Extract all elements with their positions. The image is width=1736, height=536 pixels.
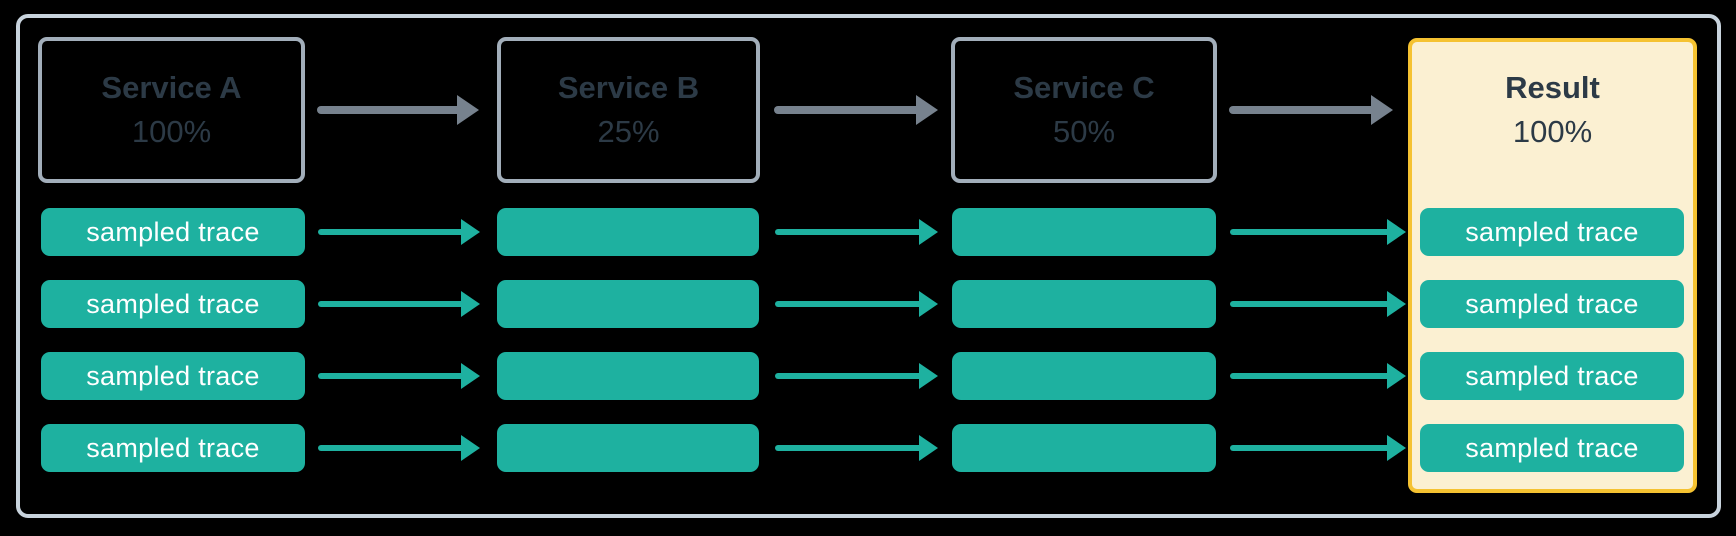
arrow-head-icon <box>919 219 938 245</box>
service-b-box: Service B 25% <box>497 37 760 183</box>
trace-box-c4 <box>952 424 1216 472</box>
trace-box-a2: sampled trace <box>41 280 305 328</box>
pipeline-frame <box>16 14 1721 518</box>
arrow-shaft <box>318 445 465 451</box>
arrow-head-icon <box>461 291 480 317</box>
result-panel: Result 100% <box>1408 38 1697 493</box>
arrow-shaft <box>318 229 465 235</box>
trace-box-r3: sampled trace <box>1420 352 1684 400</box>
trace-box-r1: sampled trace <box>1420 208 1684 256</box>
arrow-shaft <box>1230 229 1391 235</box>
trace-flow-arrow-icon <box>318 219 480 245</box>
trace-label: sampled trace <box>1465 288 1639 319</box>
service-a-box: Service A 100% <box>38 37 305 183</box>
trace-flow-arrow-icon <box>318 435 480 461</box>
trace-label: sampled trace <box>1465 216 1639 247</box>
arrow-head-icon <box>1371 95 1393 125</box>
arrow-head-icon <box>919 363 938 389</box>
trace-box-b1 <box>497 208 759 256</box>
service-a-name: Service A <box>101 70 242 105</box>
trace-box-r4: sampled trace <box>1420 424 1684 472</box>
service-c-box: Service C 50% <box>951 37 1217 183</box>
arrow-shaft <box>1229 106 1376 114</box>
trace-flow-arrow-icon <box>1230 219 1406 245</box>
trace-flow-arrow-icon <box>1230 291 1406 317</box>
service-flow-arrow-icon <box>317 95 479 125</box>
trace-box-c3 <box>952 352 1216 400</box>
trace-label: sampled trace <box>86 288 260 319</box>
service-c-name: Service C <box>1013 70 1155 105</box>
trace-flow-arrow-icon <box>1230 363 1406 389</box>
service-flow-arrow-icon <box>774 95 938 125</box>
trace-box-r2: sampled trace <box>1420 280 1684 328</box>
arrow-head-icon <box>461 363 480 389</box>
arrow-head-icon <box>457 95 479 125</box>
trace-box-a3: sampled trace <box>41 352 305 400</box>
arrow-shaft <box>317 106 462 114</box>
arrow-head-icon <box>1387 219 1406 245</box>
trace-label: sampled trace <box>86 432 260 463</box>
trace-flow-arrow-icon <box>775 291 938 317</box>
service-c-rate: 50% <box>1052 114 1116 149</box>
arrow-head-icon <box>1387 291 1406 317</box>
result-rate: 100% <box>1512 114 1593 149</box>
arrow-shaft <box>318 373 465 379</box>
arrow-head-icon <box>461 435 480 461</box>
arrow-shaft <box>775 229 923 235</box>
service-b-name: Service B <box>557 70 700 105</box>
service-a-rate: 100% <box>131 114 212 149</box>
arrow-shaft <box>1230 373 1391 379</box>
trace-label: sampled trace <box>1465 360 1639 391</box>
service-b-rate: 25% <box>597 114 660 149</box>
arrow-head-icon <box>1387 363 1406 389</box>
result-title: Result <box>1505 70 1600 105</box>
arrow-shaft <box>775 445 923 451</box>
trace-label: sampled trace <box>86 360 260 391</box>
arrow-shaft <box>318 301 465 307</box>
trace-box-b2 <box>497 280 759 328</box>
trace-label: sampled trace <box>86 216 260 247</box>
arrow-shaft <box>775 301 923 307</box>
trace-box-c2 <box>952 280 1216 328</box>
trace-flow-arrow-icon <box>775 435 938 461</box>
trace-box-b4 <box>497 424 759 472</box>
arrow-shaft <box>775 373 923 379</box>
arrow-head-icon <box>919 435 938 461</box>
trace-flow-arrow-icon <box>775 363 938 389</box>
arrow-shaft <box>774 106 921 114</box>
service-flow-arrow-icon <box>1229 95 1393 125</box>
trace-flow-arrow-icon <box>1230 435 1406 461</box>
arrow-head-icon <box>1387 435 1406 461</box>
arrow-head-icon <box>916 95 938 125</box>
arrow-head-icon <box>461 219 480 245</box>
trace-flow-arrow-icon <box>318 291 480 317</box>
trace-box-b3 <box>497 352 759 400</box>
trace-box-a1: sampled trace <box>41 208 305 256</box>
arrow-shaft <box>1230 445 1391 451</box>
trace-label: sampled trace <box>1465 432 1639 463</box>
arrow-shaft <box>1230 301 1391 307</box>
trace-box-a4: sampled trace <box>41 424 305 472</box>
trace-box-c1 <box>952 208 1216 256</box>
trace-flow-arrow-icon <box>318 363 480 389</box>
trace-flow-arrow-icon <box>775 219 938 245</box>
arrow-head-icon <box>919 291 938 317</box>
